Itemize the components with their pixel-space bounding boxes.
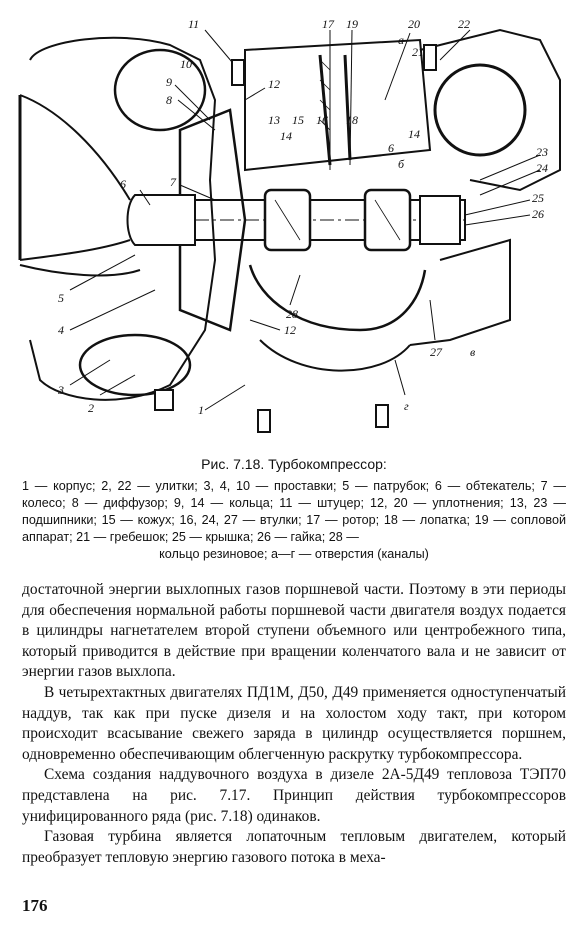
- callout-26: 26: [532, 207, 544, 221]
- callout-17: 17: [322, 17, 335, 31]
- callout-4: 4: [58, 323, 64, 337]
- callout-g: г: [404, 399, 409, 413]
- callout-v: в: [470, 345, 475, 359]
- callout-20: 20: [408, 17, 420, 31]
- callout-14-right: 14: [408, 127, 420, 141]
- turbocompressor-drawing: 11 17 19 20 a 21 22 10 9 8 12 13 15 16 1…: [0, 0, 588, 445]
- drawing-svg: 11 17 19 20 a 21 22 10 9 8 12 13 15 16 1…: [18, 17, 561, 433]
- callout-8: 8: [166, 93, 172, 107]
- callout-27: 27: [430, 345, 443, 359]
- callout-7: 7: [170, 175, 177, 189]
- callout-23: 23: [536, 145, 548, 159]
- callout-28: 28: [286, 307, 298, 321]
- callout-22: 22: [458, 17, 470, 31]
- callout-9: 9: [166, 75, 172, 89]
- callout-13: 13: [268, 113, 280, 127]
- callout-2: 2: [88, 401, 94, 415]
- callout-11: 11: [188, 17, 199, 31]
- callout-6-left: 6: [120, 177, 126, 191]
- body-text: достаточной энергии выхлопных газов порш…: [22, 580, 566, 868]
- legend-line: 13, 23 — подшипники; 15 — кожух; 16, 24,…: [22, 496, 566, 527]
- callout-10: 10: [180, 57, 192, 71]
- callout-3: 3: [57, 383, 64, 397]
- figure-caption-title: Рис. 7.18. Турбокомпрессор:: [201, 456, 387, 472]
- legend-line: кольцо резиновое; а—г — отверстия (канал…: [159, 547, 429, 561]
- callout-5: 5: [58, 291, 64, 305]
- figure-legend: 1 — корпус; 2, 22 — улитки; 3, 4, 10 — п…: [22, 478, 566, 563]
- callout-a: a: [398, 33, 404, 47]
- legend-line: лопатка; 19 — сопловой аппарат; 21 — гре…: [22, 513, 566, 544]
- callout-14-left: 14: [280, 129, 292, 143]
- callout-24: 24: [536, 161, 548, 175]
- legend-line: 7 — колесо; 8 — диффузор; 9, 14 — кольца…: [22, 479, 566, 510]
- paragraph: Газовая турбина является лопаточным тепл…: [22, 828, 566, 866]
- callout-21: 21: [412, 45, 424, 59]
- paragraph: достаточной энергии выхлопных газов порш…: [22, 581, 566, 681]
- page-number: 176: [22, 896, 48, 915]
- paragraph: Схема создания наддувочного воздуха в ди…: [22, 766, 566, 825]
- callout-12-bottom: 12: [284, 323, 296, 337]
- callout-15: 15: [292, 113, 304, 127]
- callout-b: б: [398, 157, 405, 171]
- callout-12-top: 12: [268, 77, 280, 91]
- callout-1: 1: [198, 403, 204, 417]
- callout-16: 16: [316, 113, 328, 127]
- callout-18: 18: [346, 113, 358, 127]
- callout-6-top: 6: [388, 141, 394, 155]
- callout-19: 19: [346, 17, 358, 31]
- paragraph: В четырехтактных двигателях ПД1М, Д50, Д…: [22, 683, 566, 763]
- callout-25: 25: [532, 191, 544, 205]
- legend-line: 1 — корпус; 2, 22 — улитки; 3, 4, 10 — п…: [22, 479, 535, 493]
